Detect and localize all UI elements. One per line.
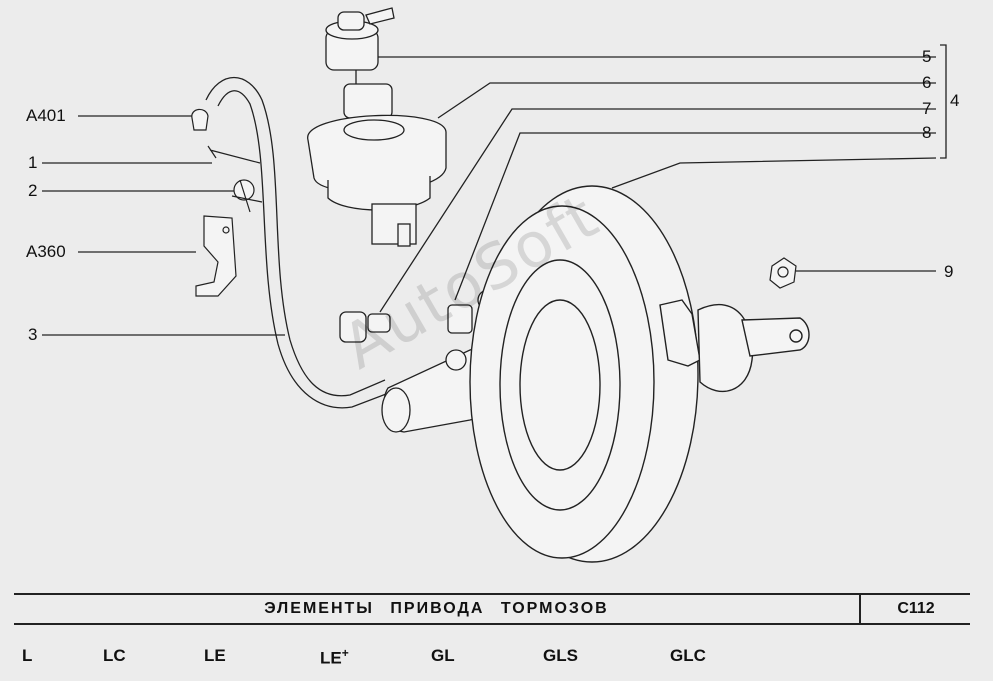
- variant-le-plus-label: LE: [320, 648, 342, 668]
- diagram-code: С112: [897, 600, 935, 617]
- title-bar: ЭЛЕМЕНТЫ ПРИВОДА ТОРМОЗОВ С112: [14, 593, 970, 625]
- reservoir-cap: [325, 7, 395, 84]
- leader-4-bracket: [940, 44, 947, 159]
- fluid-reservoir: [307, 83, 447, 247]
- callout-3: 3: [28, 325, 38, 344]
- diagram-title: ЭЛЕМЕНТЫ ПРИВОДА ТОРМОЗОВ: [264, 600, 609, 617]
- hose: [205, 76, 387, 409]
- variant-glc: GLC: [670, 646, 706, 665]
- leader-body: [611, 157, 937, 189]
- callout-a401: А401: [26, 106, 66, 125]
- leader-6: [437, 82, 936, 119]
- callout-6: 6: [922, 73, 932, 92]
- leader-8: [454, 132, 936, 301]
- callout-8: 8: [922, 123, 932, 142]
- variant-gls: GLS: [543, 646, 578, 665]
- callout-5: 5: [922, 47, 932, 66]
- leader-7: [379, 108, 936, 313]
- callout-7: 7: [922, 99, 932, 118]
- vacuum-booster: [469, 185, 810, 563]
- callout-4: 4: [950, 91, 960, 110]
- variant-l: L: [22, 646, 33, 665]
- small-parts: [191, 108, 263, 297]
- callout-1: 1: [28, 153, 38, 172]
- callout-9: 9: [944, 262, 954, 281]
- variant-le-plus-suffix: +: [341, 646, 349, 660]
- variant-le: LE: [204, 646, 226, 665]
- variant-gl: GL: [431, 646, 455, 665]
- title-divider: [859, 593, 861, 625]
- nut: [769, 257, 797, 289]
- callout-2: 2: [28, 181, 38, 200]
- variant-lc: LC: [103, 646, 126, 665]
- callout-a360: А360: [26, 242, 66, 261]
- variant-le-plus: LE+: [320, 646, 349, 669]
